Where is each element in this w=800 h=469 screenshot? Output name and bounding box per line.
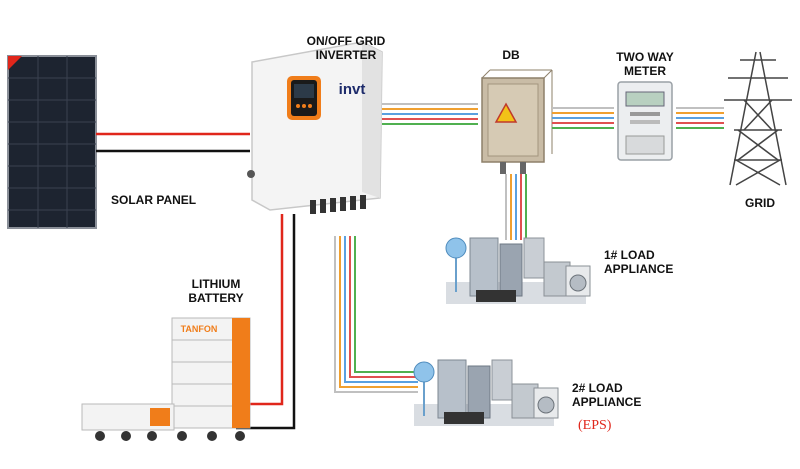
- inverter-load2-bundle: [334, 236, 418, 393]
- battery-brand: TANFON: [180, 324, 218, 334]
- distribution-box: [481, 69, 553, 174]
- load1-title: 1# LOAD APPLIANCE: [604, 248, 674, 276]
- inverter-logo: invt: [338, 81, 366, 98]
- inverter-db-bundle: [382, 103, 478, 125]
- db-load1-bundle: [505, 174, 527, 240]
- grid-title: GRID: [745, 196, 775, 210]
- db-title: DB: [502, 48, 520, 62]
- load2-appliances: [413, 359, 559, 426]
- inverter: [247, 41, 383, 214]
- solar-wires: [96, 132, 250, 153]
- grid-tower: [724, 51, 792, 186]
- solar-title: SOLAR PANEL: [111, 193, 197, 207]
- load1-appliances: [445, 237, 591, 304]
- solar-panel: [7, 55, 97, 229]
- load2-title: 2# LOAD APPLIANCE: [572, 381, 642, 409]
- inverter-title: ON/OFF GRID INVERTER: [306, 34, 386, 62]
- meter-grid-bundle: [676, 107, 724, 129]
- eps-label: (EPS): [578, 418, 612, 433]
- db-meter-bundle: [552, 107, 614, 129]
- battery-title: LITHIUM BATTERY: [188, 277, 244, 305]
- two-way-meter: [617, 81, 673, 161]
- battery-stack: [81, 317, 251, 441]
- meter-title: TWO WAY METER: [616, 50, 674, 78]
